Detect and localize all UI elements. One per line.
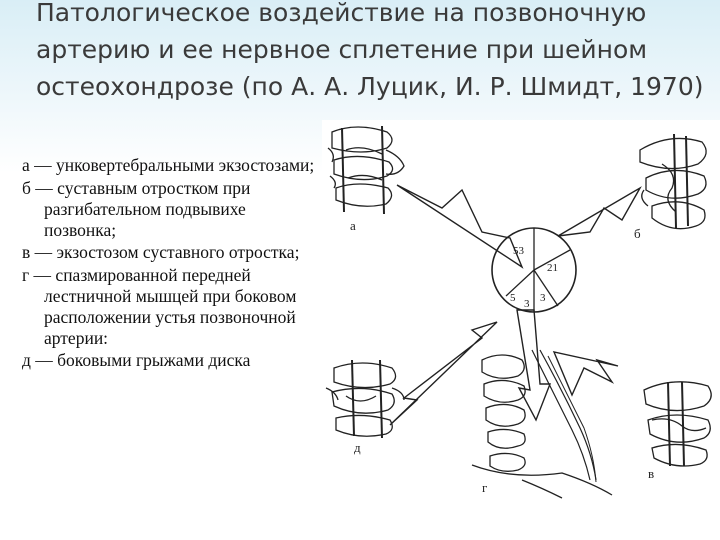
panel-label-d: д <box>354 440 361 455</box>
diagram-drawing: 53 21 5 3 3 а б д г в <box>325 125 712 499</box>
panel-label-a: а <box>350 218 356 233</box>
legend-item-b: б — суставным отростком при разгибательн… <box>22 177 251 240</box>
legend-list: а — унковертебральными экзостозами; б — … <box>22 155 322 373</box>
panel-a-drawing <box>327 125 405 215</box>
panel-label-g: г <box>482 480 487 495</box>
panel-d-drawing <box>325 359 405 439</box>
panel-v-drawing <box>643 381 712 467</box>
circle-value-bottom-mid: 3 <box>524 298 530 310</box>
legend-item-a: а — унковертебральными экзостозами; <box>22 155 315 175</box>
circle-value-right: 21 <box>547 262 558 274</box>
panel-label-v: в <box>648 466 654 481</box>
central-circle <box>491 227 577 313</box>
circle-value-top: 53 <box>513 245 525 257</box>
circle-value-bottom-left: 5 <box>510 292 516 304</box>
legend-item-g: г — спазмированной передней лестничной м… <box>22 264 297 348</box>
panel-g-drawing <box>471 349 613 499</box>
spine-diagram: 53 21 5 3 3 а б д г в <box>322 120 720 500</box>
arrows <box>389 184 642 426</box>
slide-title: Патологическое воздействие на позвоночну… <box>36 0 704 101</box>
panel-label-b: б <box>634 226 641 241</box>
circle-value-bottom-right: 3 <box>540 292 546 304</box>
legend-item-v: в — экзостозом суставного отростка; <box>22 242 300 262</box>
legend-item-d: д — боковыми грыжами диска <box>22 350 251 370</box>
panel-b-drawing <box>639 133 707 230</box>
